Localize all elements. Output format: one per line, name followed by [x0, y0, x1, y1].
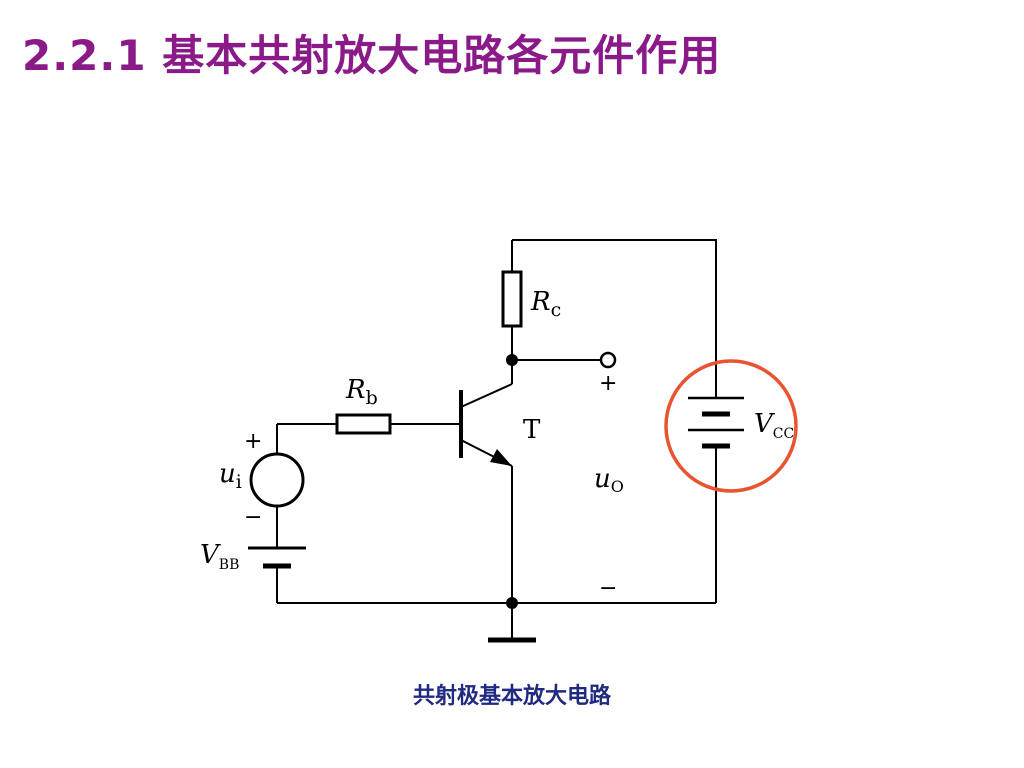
transistor-collector-lead: [460, 383, 513, 408]
ui-source-circle: [249, 452, 305, 508]
output-terminal: [599, 351, 617, 369]
output-plus-sign: +: [599, 371, 617, 396]
emitter-arrow: [490, 449, 512, 466]
output-minus-sign: −: [599, 576, 617, 601]
rb-resistor: [335, 413, 392, 435]
rc-resistor: [501, 270, 523, 328]
junction-ground: [506, 597, 518, 609]
junction-collector: [506, 354, 518, 366]
vcc-label: VCC: [754, 409, 794, 442]
page-title: 2.2.1 基本共射放大电路各元件作用: [22, 31, 722, 80]
rc-label: Rc: [530, 287, 561, 321]
ui-label: ui: [219, 459, 242, 493]
vcc-highlight-circle: [664, 359, 798, 493]
vbb-label: VBB: [200, 540, 239, 573]
transistor-label: T: [523, 415, 541, 445]
wire-top-right: [512, 239, 717, 398]
uo-label: uO: [594, 464, 624, 496]
input-minus-sign: −: [244, 505, 262, 530]
rb-label: Rb: [345, 375, 378, 409]
figure-caption: 共射极基本放大电路: [412, 684, 611, 709]
input-plus-sign: +: [244, 429, 262, 454]
